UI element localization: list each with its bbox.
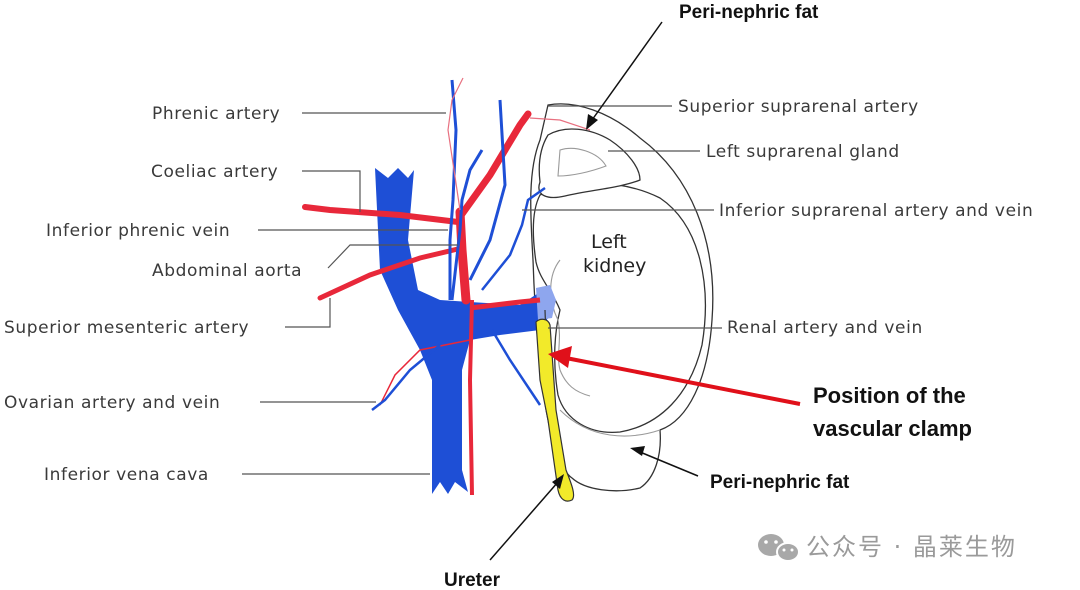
kidney-organ-group: Left kidney bbox=[530, 103, 714, 492]
suprarenal-gland-inner bbox=[557, 147, 607, 177]
label-ovarian-artery-vein: Ovarian artery and vein bbox=[4, 393, 220, 413]
red-arrow-shaft bbox=[565, 356, 801, 406]
watermark-text: 公众号 · 晶莱生物 bbox=[806, 533, 1017, 561]
label-inferior-suprarenal: Inferior suprarenal artery and vein bbox=[719, 201, 1033, 221]
watermark: 公众号 · 晶莱生物 bbox=[758, 533, 1017, 562]
label-phrenic-artery: Phrenic artery bbox=[152, 104, 280, 124]
blue-vein-upper-right bbox=[468, 99, 507, 281]
clamp-pointer-red bbox=[548, 346, 801, 406]
inferior-vena-cava-vessel bbox=[375, 168, 548, 494]
kidney-label-line1: Left bbox=[591, 231, 627, 253]
phrenic-artery-thin-branch bbox=[529, 117, 591, 131]
abdominal-aorta-vessel bbox=[467, 299, 474, 496]
label-inferior-phrenic-vein: Inferior phrenic vein bbox=[46, 221, 230, 241]
label-clamp-line1: Position of the bbox=[813, 383, 966, 408]
label-left-suprarenal-gland: Left suprarenal gland bbox=[706, 142, 900, 162]
lower-fat-lobe bbox=[559, 409, 661, 437]
label-inferior-vena-cava: Inferior vena cava bbox=[44, 465, 209, 485]
ovarian-artery-vessel bbox=[379, 339, 471, 406]
left-inferior-phrenic-artery bbox=[458, 110, 532, 218]
gonadal-vein-lower bbox=[490, 329, 542, 406]
arrowhead-ureter bbox=[552, 474, 564, 489]
left-phrenic-vein-vessel bbox=[448, 79, 458, 300]
left-suprarenal-gland-shape bbox=[538, 128, 641, 199]
leader-abdominal-aorta bbox=[327, 244, 458, 269]
label-renal-artery-vein: Renal artery and vein bbox=[727, 318, 923, 338]
arrow-peri-nephric-fat-bottom bbox=[639, 451, 699, 477]
arrow-ureter bbox=[489, 481, 559, 561]
superior-mesenteric-artery-branch bbox=[317, 245, 465, 301]
pointer-arrows bbox=[489, 21, 699, 561]
label-superior-suprarenal-artery: Superior suprarenal artery bbox=[678, 97, 919, 117]
wechat-icon bbox=[758, 534, 800, 562]
kidney-label-line2: kidney bbox=[583, 255, 646, 277]
leader-coeliac-artery bbox=[302, 170, 361, 212]
renal-vein-distal bbox=[536, 285, 556, 320]
label-clamp-line2: vascular clamp bbox=[813, 416, 972, 441]
coeliac-artery-branch bbox=[302, 204, 461, 225]
phrenic-artery-thin bbox=[447, 77, 464, 211]
arrowhead-peri-nephric-fat-bottom bbox=[630, 446, 645, 456]
leader-lines bbox=[242, 105, 722, 475]
label-peri-nephric-fat-bottom: Peri-nephric fat bbox=[710, 472, 850, 493]
vascular-clamp bbox=[535, 318, 575, 502]
renal-hilum-contour bbox=[550, 259, 591, 397]
arrowhead-peri-nephric-fat-top bbox=[586, 114, 598, 130]
red-arrowhead bbox=[548, 346, 572, 368]
ovarian-vein-vessel bbox=[371, 344, 441, 411]
vessel-group bbox=[302, 77, 591, 497]
leader-superior-mesenteric-artery bbox=[285, 298, 331, 328]
kidney-body bbox=[532, 182, 706, 434]
label-ureter: Ureter bbox=[444, 570, 501, 590]
label-peri-nephric-fat-top: Peri-nephric fat bbox=[679, 2, 819, 23]
arrow-peri-nephric-fat-top bbox=[591, 21, 663, 121]
suprarenal-vein-vessel bbox=[481, 186, 546, 291]
label-abdominal-aorta: Abdominal aorta bbox=[152, 261, 302, 281]
label-superior-mesenteric-artery: Superior mesenteric artery bbox=[4, 318, 249, 338]
renal-artery-vessel bbox=[469, 297, 541, 311]
inferior-phrenic-vein-vessel bbox=[450, 149, 484, 301]
label-coeliac-artery: Coeliac artery bbox=[151, 162, 278, 182]
